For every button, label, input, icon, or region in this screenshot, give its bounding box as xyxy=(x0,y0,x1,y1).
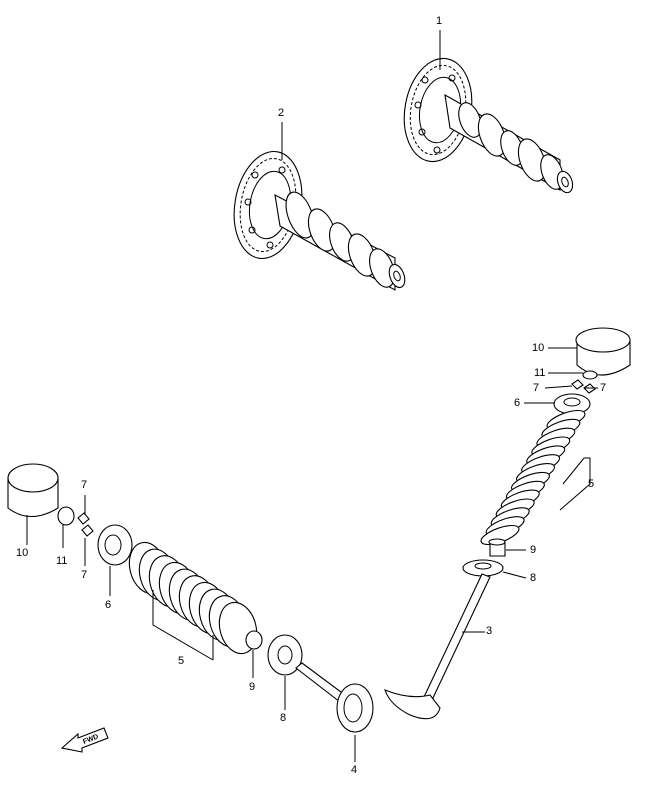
callout-9-left: 9 xyxy=(249,681,256,693)
fwd-arrow-icon: FWD xyxy=(60,727,109,753)
callout-4: 4 xyxy=(351,764,358,776)
callout-6-right: 6 xyxy=(514,397,521,409)
callout-3: 3 xyxy=(486,625,493,637)
callout-11-right: 11 xyxy=(534,367,546,379)
callout-6-left: 6 xyxy=(105,599,112,611)
callout-5-left: 5 xyxy=(178,655,185,667)
callout-10-left: 10 xyxy=(16,547,29,559)
callout-8-left: 8 xyxy=(280,712,287,724)
leader-lines xyxy=(26,30,598,762)
callout-10-right: 10 xyxy=(532,342,545,354)
left-valve-assembly xyxy=(7,463,374,733)
callout-7-right-a: 7 xyxy=(533,382,540,394)
callout-5-right: 5 xyxy=(588,478,595,490)
callout-7-right-b: 7 xyxy=(600,382,607,394)
camshaft-2 xyxy=(233,150,406,291)
callout-11-left: 11 xyxy=(56,555,68,567)
callout-7-left-b: 7 xyxy=(81,569,88,581)
right-valve-assembly xyxy=(384,327,631,720)
callout-2: 2 xyxy=(278,107,285,119)
callout-9-right: 9 xyxy=(530,544,537,556)
callout-7-left-a: 7 xyxy=(81,479,88,491)
camshaft-1 xyxy=(403,57,574,194)
callout-8-right: 8 xyxy=(530,572,537,584)
callout-1: 1 xyxy=(436,15,443,27)
